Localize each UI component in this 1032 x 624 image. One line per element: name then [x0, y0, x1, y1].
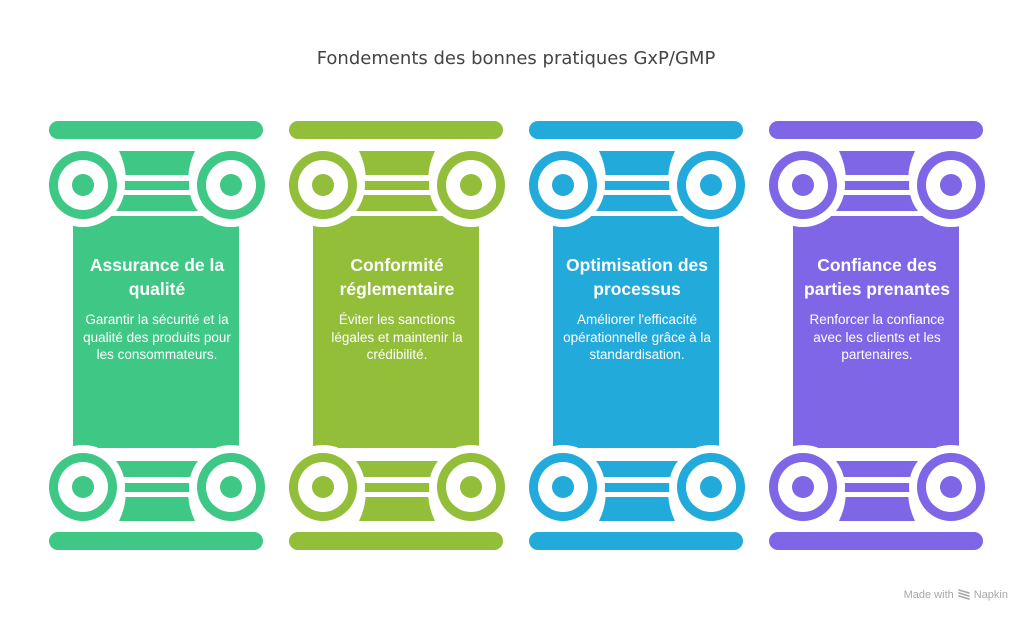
pillar-description: Améliorer l'efficacité opérationnelle gr… [563, 312, 711, 362]
capital-connector [841, 181, 913, 190]
column-shaft [553, 216, 719, 448]
pillar-heading: Conformité réglementaire [339, 255, 455, 299]
pillar-heading: Optimisation des processus [566, 255, 708, 299]
capital-connector [121, 181, 193, 190]
ionic-column-icon [289, 121, 505, 550]
volute-eye [552, 174, 574, 196]
capital-connector [841, 483, 913, 492]
bottom-slab [769, 532, 983, 550]
volute-eye [220, 476, 242, 498]
napkin-logo-icon [957, 589, 970, 600]
volute-eye [700, 174, 722, 196]
volute-eye [792, 476, 814, 498]
pillar-text: Conformité réglementaire Éviter les sanc… [319, 253, 475, 364]
top-slab [49, 121, 263, 139]
pillar-text: Confiance des parties prenantes Renforce… [799, 253, 955, 364]
top-capital [529, 143, 745, 227]
volute-eye [940, 174, 962, 196]
pillar-description: Garantir la sécurité et la qualité des p… [83, 312, 231, 362]
bottom-slab [49, 532, 263, 550]
top-capital [289, 143, 505, 227]
pillar-heading: Confiance des parties prenantes [804, 255, 950, 299]
pillar-text: Assurance de la qualité Garantir la sécu… [79, 253, 235, 364]
bottom-capital [529, 445, 745, 529]
capital-connector [361, 483, 433, 492]
watermark-prefix: Made with [903, 589, 954, 601]
capital-connector [601, 181, 673, 190]
capital-connector [601, 483, 673, 492]
volute-eye [220, 174, 242, 196]
bottom-slab [529, 532, 743, 550]
pillar-text: Optimisation des processus Améliorer l'e… [559, 253, 715, 364]
bottom-slab [289, 532, 503, 550]
column-shaft [793, 216, 959, 448]
volute-eye [940, 476, 962, 498]
top-slab [769, 121, 983, 139]
ionic-column-icon [769, 121, 985, 550]
watermark-brand: Napkin [973, 589, 1008, 601]
pillar-regulatory-compliance: Conformité réglementaire Éviter les sanc… [289, 120, 505, 552]
bottom-capital [289, 445, 505, 529]
capital-connector [121, 483, 193, 492]
volute-eye [312, 174, 334, 196]
volute-eye [72, 174, 94, 196]
pillar-description: Éviter les sanctions légales et mainteni… [331, 312, 463, 362]
pillar-heading: Assurance de la qualité [89, 255, 225, 299]
pillar-process-optimization: Optimisation des processus Améliorer l'e… [529, 120, 745, 552]
pillar-quality-assurance: Assurance de la qualité Garantir la sécu… [49, 120, 265, 552]
bottom-capital [49, 445, 265, 529]
volute-eye [460, 174, 482, 196]
volute-eye [460, 476, 482, 498]
volute-eye [552, 476, 574, 498]
column-shaft [73, 216, 239, 448]
ionic-column-icon [529, 121, 745, 550]
made-with-napkin-watermark[interactable]: Made with Napkin [904, 589, 1008, 601]
bottom-capital [769, 445, 985, 529]
pillar-stakeholder-trust: Confiance des parties prenantes Renforce… [769, 120, 985, 552]
top-slab [289, 121, 503, 139]
top-capital [49, 143, 265, 227]
column-shaft [313, 216, 479, 448]
ionic-column-icon [49, 121, 265, 550]
top-capital [769, 143, 985, 227]
volute-eye [792, 174, 814, 196]
volute-eye [700, 476, 722, 498]
volute-eye [312, 476, 334, 498]
top-slab [529, 121, 743, 139]
pillar-description: Renforcer la confiance avec les clients … [809, 312, 945, 362]
diagram-title: Fondements des bonnes pratiques GxP/GMP [316, 48, 716, 69]
volute-eye [72, 476, 94, 498]
capital-connector [361, 181, 433, 190]
